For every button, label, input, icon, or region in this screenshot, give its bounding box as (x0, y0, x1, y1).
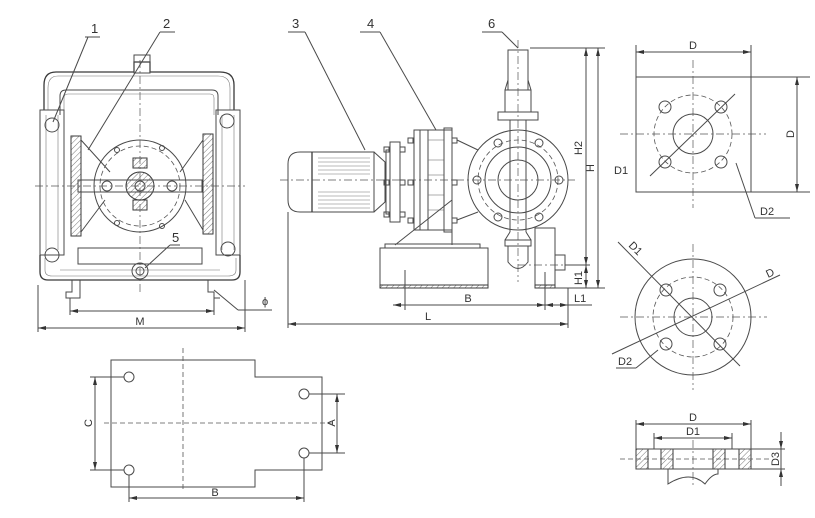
motor-endcap (287, 151, 313, 213)
dim-B-side: B (464, 293, 471, 305)
callout-6: 6 (488, 16, 495, 31)
dim-D1-square: D1 (614, 165, 628, 177)
dim-H1: H1 (573, 271, 585, 285)
dim-C: C (83, 419, 95, 427)
motor-body (311, 151, 375, 213)
base-plan-view: C A B (83, 348, 345, 502)
base-plate-outline (110, 359, 323, 488)
mounting-hole (298, 388, 310, 400)
mounting-hole (298, 447, 310, 459)
callout-2: 2 (163, 16, 170, 31)
ball-valve (44, 247, 60, 263)
dim-D1-section: D1 (686, 426, 700, 438)
dim-phi: ϕ (262, 296, 268, 308)
dim-D2-round: D2 (618, 356, 632, 368)
callout-1: 1 (91, 21, 98, 36)
top-outlet-pipe (133, 54, 151, 74)
dim-M: M (135, 316, 144, 328)
mounting-hole (123, 464, 135, 476)
outer-casing-top (43, 61, 235, 110)
motor-base (379, 247, 489, 289)
dim-A: A (326, 419, 338, 427)
front-view: M ϕ 1 2 5 (35, 16, 272, 332)
callout-4: 4 (367, 16, 374, 31)
callout-5: 5 (172, 230, 179, 245)
ball-valve (44, 117, 60, 133)
dim-D-top: D (689, 40, 697, 52)
square-flange-view: D D D1 D2 (614, 40, 810, 219)
side-view: H2 H H1 B L1 L 3 4 6 (280, 16, 605, 328)
dim-D-round: D (764, 266, 776, 280)
dim-B-plan: B (211, 487, 218, 499)
callout-3: 3 (292, 16, 299, 31)
round-flange-view: D1 D D2 (611, 240, 781, 390)
mounting-hole (123, 371, 135, 383)
dim-D3: D3 (770, 452, 782, 466)
coupling-flange (389, 141, 401, 223)
dim-D-side: D (785, 130, 797, 138)
dim-D-section: D (689, 412, 697, 424)
dim-H2: H2 (573, 141, 585, 155)
ball-valve (219, 113, 235, 129)
flange-section-view: D D1 D3 (620, 412, 785, 488)
dim-L1: L1 (574, 293, 586, 305)
dim-D2-square: D2 (760, 206, 774, 218)
dim-L: L (425, 311, 431, 323)
ball-valve (220, 241, 236, 257)
diaphragm-right (202, 133, 214, 235)
dim-D1-round: D1 (626, 240, 644, 258)
square-flange-outline (635, 76, 752, 193)
dim-H: H (585, 164, 597, 172)
